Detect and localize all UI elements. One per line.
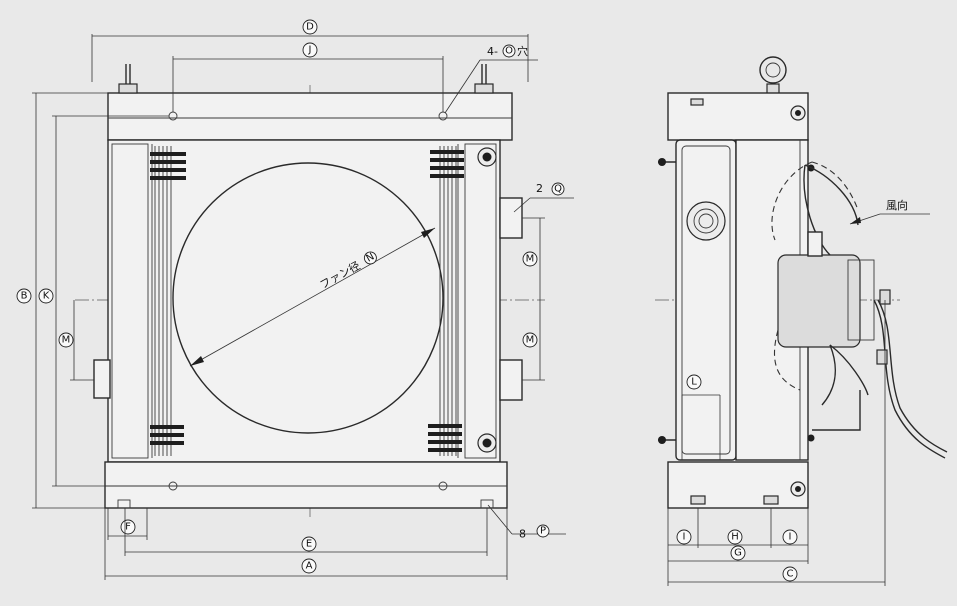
side-bottom-bracket <box>667 461 809 509</box>
dimension-g: G <box>667 545 809 564</box>
airflow-callout: 風向 <box>849 198 930 225</box>
side-port <box>686 201 726 241</box>
fin-lines-left <box>154 146 172 456</box>
svg-text:A: A <box>306 561 313 572</box>
fan-assembly <box>771 161 875 431</box>
fan-diameter-line <box>189 227 436 367</box>
callout-mounts: 8 P <box>487 504 566 541</box>
fin-block-bottom-left <box>150 425 184 445</box>
side-stud-lower <box>658 436 676 444</box>
dimension-e: E <box>124 508 488 556</box>
svg-text:I: I <box>683 532 686 543</box>
dimension-j: J <box>172 42 444 112</box>
svg-text:I: I <box>789 532 792 543</box>
dimension-m-right-upper: M <box>522 217 545 300</box>
mounting-hole <box>438 481 448 491</box>
dimension-m-right-lower: M <box>522 300 545 381</box>
svg-text:H: H <box>731 532 739 543</box>
power-cable <box>873 289 948 459</box>
svg-text:N: N <box>364 251 376 264</box>
svg-text:穴: 穴 <box>517 44 528 58</box>
side-stud-upper <box>658 158 676 166</box>
svg-text:M: M <box>526 335 535 346</box>
svg-text:L: L <box>691 377 697 388</box>
filler-cap-bottom <box>477 433 497 453</box>
front-view: ファン径 N D J <box>16 19 574 580</box>
side-view: 風向 L I H I <box>655 56 948 586</box>
dimension-b: B <box>16 92 108 509</box>
fin-block-top-right <box>430 150 464 178</box>
svg-text:K: K <box>43 291 50 302</box>
svg-text:M: M <box>62 335 71 346</box>
svg-text:G: G <box>734 548 742 559</box>
fin-lines-right <box>439 146 457 456</box>
dimension-l: L <box>681 374 721 460</box>
svg-text:Q: Q <box>554 184 562 195</box>
port-lower-right <box>499 359 523 401</box>
dimension-k: K <box>38 115 169 487</box>
svg-text:D: D <box>306 22 314 33</box>
svg-text:E: E <box>306 539 312 550</box>
svg-text:J: J <box>308 45 312 56</box>
callout-ports: 2 Q <box>513 182 574 213</box>
fin-block-bottom-right <box>428 424 462 452</box>
fan-circle <box>172 162 444 434</box>
lifting-bolt-left <box>118 64 138 94</box>
dimension-f: F <box>107 508 148 540</box>
dimension-i-h-i: I H I <box>667 508 809 548</box>
callout-holes: 4- O 穴 <box>444 44 538 114</box>
svg-text:O: O <box>505 46 513 57</box>
side-tank <box>675 139 737 461</box>
dimension-c: C <box>667 300 886 586</box>
side-top-bracket <box>667 92 809 141</box>
svg-text:B: B <box>21 291 28 302</box>
port-upper-right <box>499 197 523 239</box>
svg-text:2: 2 <box>536 182 543 195</box>
svg-text:P: P <box>540 526 546 537</box>
fin-block-top-left <box>150 152 186 180</box>
side-bolt-bottom <box>790 481 806 497</box>
side-bolt-top <box>790 105 806 121</box>
svg-text:8: 8 <box>519 528 526 541</box>
port-lower-left <box>93 359 111 399</box>
svg-text:風向: 風向 <box>886 198 908 212</box>
dimension-d: D <box>91 19 529 82</box>
svg-text:C: C <box>787 569 794 580</box>
svg-text:4-: 4- <box>487 45 498 58</box>
lifting-bolt-right <box>474 64 494 94</box>
svg-text:F: F <box>125 522 131 533</box>
dimension-m-left: M <box>58 300 94 381</box>
bottom-bracket <box>104 461 508 509</box>
dimension-a: A <box>104 508 508 580</box>
filler-cap-top <box>477 147 497 167</box>
svg-text:M: M <box>526 254 535 265</box>
